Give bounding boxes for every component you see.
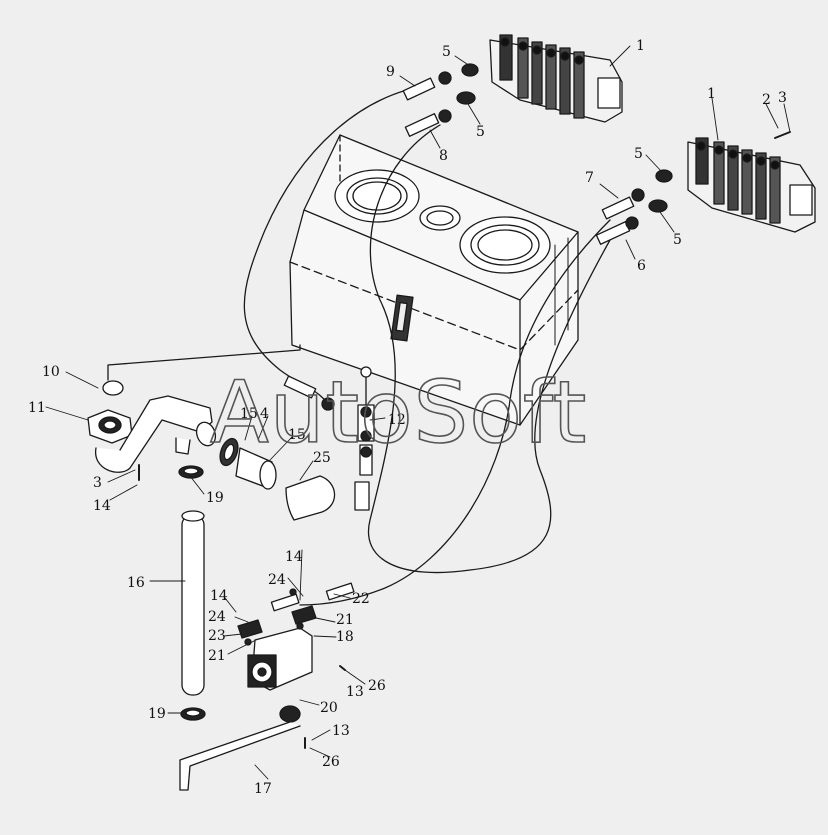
callout-3-valve: 3 — [778, 90, 787, 106]
callout-26-b: 26 — [322, 754, 340, 770]
callout-20: 20 — [320, 700, 338, 716]
tank-port-ring-center — [419, 205, 461, 231]
callout-6: 6 — [637, 258, 646, 274]
callout-7: 7 — [585, 170, 594, 186]
callout-5-c: 5 — [634, 146, 643, 162]
tee-fitting-12 — [357, 366, 375, 476]
leader-lines — [45, 45, 791, 780]
callout-19-b: 19 — [148, 706, 166, 722]
callout-14-b: 14 — [285, 549, 303, 565]
callout-10: 10 — [42, 364, 60, 380]
pump-assembly — [179, 588, 346, 791]
callout-9: 9 — [386, 64, 395, 80]
callout-19-a: 19 — [206, 490, 224, 506]
callout-5-a: 5 — [442, 44, 451, 60]
callout-3-pipe: 3 — [93, 475, 102, 491]
callout-24-a: 24 — [268, 572, 286, 588]
bracket-17 — [179, 721, 301, 791]
suction-tube-16 — [181, 514, 205, 696]
callout-22: 22 — [352, 591, 370, 607]
watermark-text: AutoSoft — [210, 363, 587, 463]
suction-pipes — [87, 380, 336, 721]
hose-assemblies — [107, 63, 673, 612]
callout-13-a: 13 — [346, 684, 364, 700]
callout-21-a: 21 — [336, 612, 354, 628]
callout-24-b: 24 — [208, 609, 226, 625]
callout-25: 25 — [313, 450, 331, 466]
callout-1-lower: 1 — [707, 86, 716, 102]
callout-15-b: 15 — [288, 427, 306, 443]
callout-14-c: 14 — [210, 588, 228, 604]
callout-23: 23 — [208, 628, 226, 644]
callout-21-b: 21 — [208, 648, 226, 664]
callout-15-a: 15 — [240, 406, 258, 422]
hydraulic-tank — [289, 134, 579, 426]
callout-5-b: 5 — [476, 124, 485, 140]
callout-16: 16 — [127, 575, 145, 591]
callout-13-b: 13 — [332, 723, 350, 739]
callout-26-a: 26 — [368, 678, 386, 694]
callout-17: 17 — [254, 781, 272, 797]
callout-4: 4 — [260, 406, 269, 422]
callout-2: 2 — [762, 92, 771, 108]
callout-14-a: 14 — [93, 498, 111, 514]
callout-18: 18 — [336, 629, 354, 645]
callout-1-upper: 1 — [636, 38, 645, 54]
callout-11: 11 — [28, 400, 46, 416]
callout-8: 8 — [439, 148, 448, 164]
control-valve-lower — [687, 131, 816, 233]
tank-port-ring-right — [459, 216, 551, 274]
control-valve-upper — [489, 34, 623, 123]
callout-5-d: 5 — [673, 232, 682, 248]
callout-12: 12 — [388, 412, 406, 428]
part-callouts: 1 1 2 3 5 5 5 5 6 7 8 9 10 11 12 13 13 3… — [28, 38, 787, 797]
